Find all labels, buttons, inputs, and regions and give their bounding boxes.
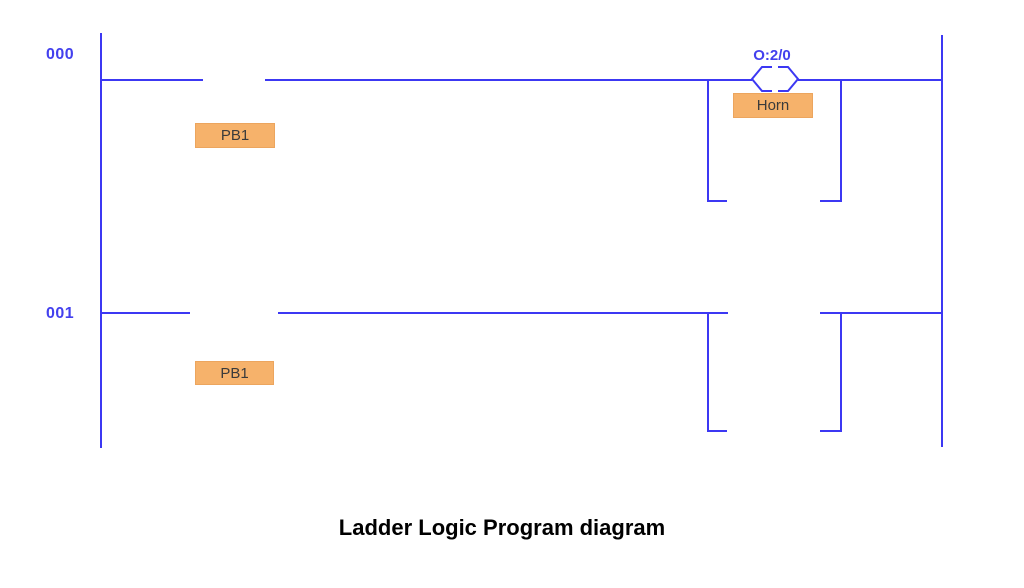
- rung-000-branch-foot-right: [820, 200, 842, 202]
- rung-000-line-segment: [798, 79, 942, 81]
- contact-label-text: PB1: [220, 364, 249, 382]
- diagram-caption: Ladder Logic Program diagram: [338, 515, 666, 540]
- rung-001-line-segment: [278, 312, 728, 314]
- rung-number-001: 001: [46, 305, 75, 322]
- output-coil-icon: [750, 66, 800, 92]
- rung-000-output-label: Horn: [733, 93, 813, 118]
- rung-001-line-segment: [820, 312, 942, 314]
- rung-001-contact-label: PB1: [195, 361, 274, 385]
- rung-001-branch-foot-right: [820, 430, 842, 432]
- rung-000-line-segment: [101, 79, 203, 81]
- output-label-text: Horn: [756, 97, 790, 114]
- rung-000-line-segment: [265, 79, 752, 81]
- rung-000-output-address: O:2/0: [753, 47, 791, 64]
- rung-000-branch-foot-left: [707, 200, 727, 202]
- rung-001-branch-rail-right: [840, 313, 842, 432]
- right-power-rail: [941, 35, 943, 447]
- rung-001-line-segment: [101, 312, 190, 314]
- rung-000-contact-label: PB1: [195, 123, 275, 148]
- rung-001-branch-rail-left: [707, 313, 709, 432]
- left-power-rail: [100, 33, 102, 448]
- rung-001-branch-foot-left: [707, 430, 727, 432]
- rung-000-branch-rail-left: [707, 80, 709, 202]
- rung-number-000: 000: [46, 46, 75, 63]
- contact-label-text: PB1: [220, 127, 250, 144]
- rung-000-branch-rail-right: [840, 80, 842, 202]
